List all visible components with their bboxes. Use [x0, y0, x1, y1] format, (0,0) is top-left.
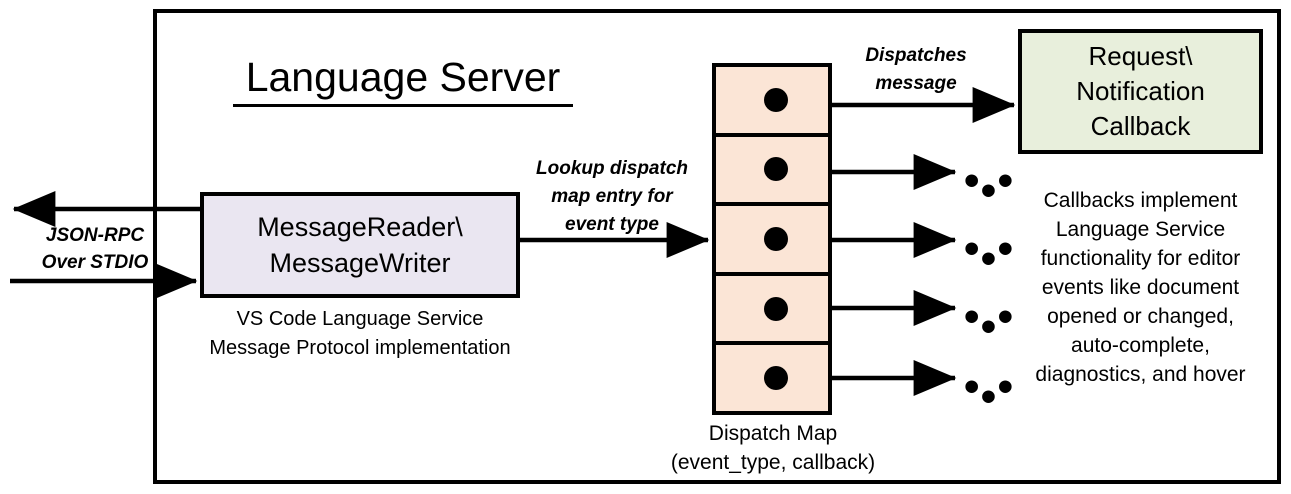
message-caption-line1: VS Code Language Service — [236, 308, 484, 330]
dispatch-map-row[interactable] — [716, 67, 828, 137]
callback-caption-line3: functionality for editor — [1040, 247, 1241, 270]
ellipsis-4: • • • — [963, 292, 1017, 351]
dispatch-map-caption: Dispatch Map (event_type, callback) — [648, 419, 898, 477]
dispatch-map-row[interactable] — [716, 137, 828, 207]
dispatches-message-label: Dispatches message — [836, 42, 996, 98]
request-notification-callback-box[interactable]: Request\ Notification Callback — [1018, 29, 1263, 154]
callback-dot-icon — [764, 296, 788, 321]
dispatch-map-row[interactable] — [716, 206, 828, 276]
message-caption-line2: Message Protocol implementation — [209, 337, 511, 359]
message-reader-writer-box[interactable]: MessageReader\ MessageWriter — [200, 192, 520, 298]
callback-dot-icon — [764, 157, 788, 182]
callback-line2: Notification — [1076, 76, 1205, 106]
dispatch-line1: Dispatches — [865, 45, 967, 66]
callback-box-caption: Callbacks implement Language Service fun… — [1008, 186, 1273, 389]
callback-line3: Callback — [1090, 111, 1191, 141]
callback-line1: Request\ — [1088, 41, 1193, 71]
message-box-line2: MessageWriter — [269, 248, 451, 278]
dispatch-map-row[interactable] — [716, 345, 828, 411]
jsonrpc-transport-label: JSON-RPC Over STDIO — [20, 222, 170, 276]
ellipsis-3: • • • — [963, 224, 1017, 283]
page-title: Language Server — [233, 52, 573, 107]
dispatch-map-table[interactable] — [712, 63, 832, 415]
dispatch-line2: message — [875, 73, 957, 94]
callback-caption-line2: Language Service — [1055, 218, 1226, 241]
callback-dot-icon — [764, 87, 788, 112]
lookup-line3: event type — [565, 214, 659, 235]
callback-caption-line6: auto-complete, — [1071, 334, 1210, 357]
lookup-line2: map entry for — [551, 186, 673, 207]
ellipsis-5: • • • — [963, 362, 1017, 421]
dispatch-map-row[interactable] — [716, 276, 828, 346]
map-caption-line1: Dispatch Map — [708, 422, 838, 445]
lookup-edge-label: Lookup dispatch map entry for event type — [516, 155, 708, 239]
callback-caption-line1: Callbacks implement — [1043, 189, 1238, 212]
callback-caption-line4: events like document — [1041, 276, 1240, 299]
callback-dot-icon — [764, 366, 788, 391]
callback-caption-line7: diagnostics, and hover — [1035, 363, 1246, 386]
lookup-line1: Lookup dispatch — [536, 158, 688, 179]
jsonrpc-label-line2: Over STDIO — [41, 252, 149, 273]
message-box-caption: VS Code Language Service Message Protoco… — [180, 305, 540, 363]
callback-caption-line5: opened or changed, — [1047, 305, 1234, 328]
message-box-line1: MessageReader\ — [257, 212, 463, 242]
jsonrpc-label-line1: JSON-RPC — [45, 225, 145, 246]
language-server-container — [153, 9, 1281, 484]
map-caption-line2: (event_type, callback) — [670, 451, 876, 474]
callback-dot-icon — [764, 226, 788, 251]
ellipsis-2: • • • — [963, 156, 1017, 215]
